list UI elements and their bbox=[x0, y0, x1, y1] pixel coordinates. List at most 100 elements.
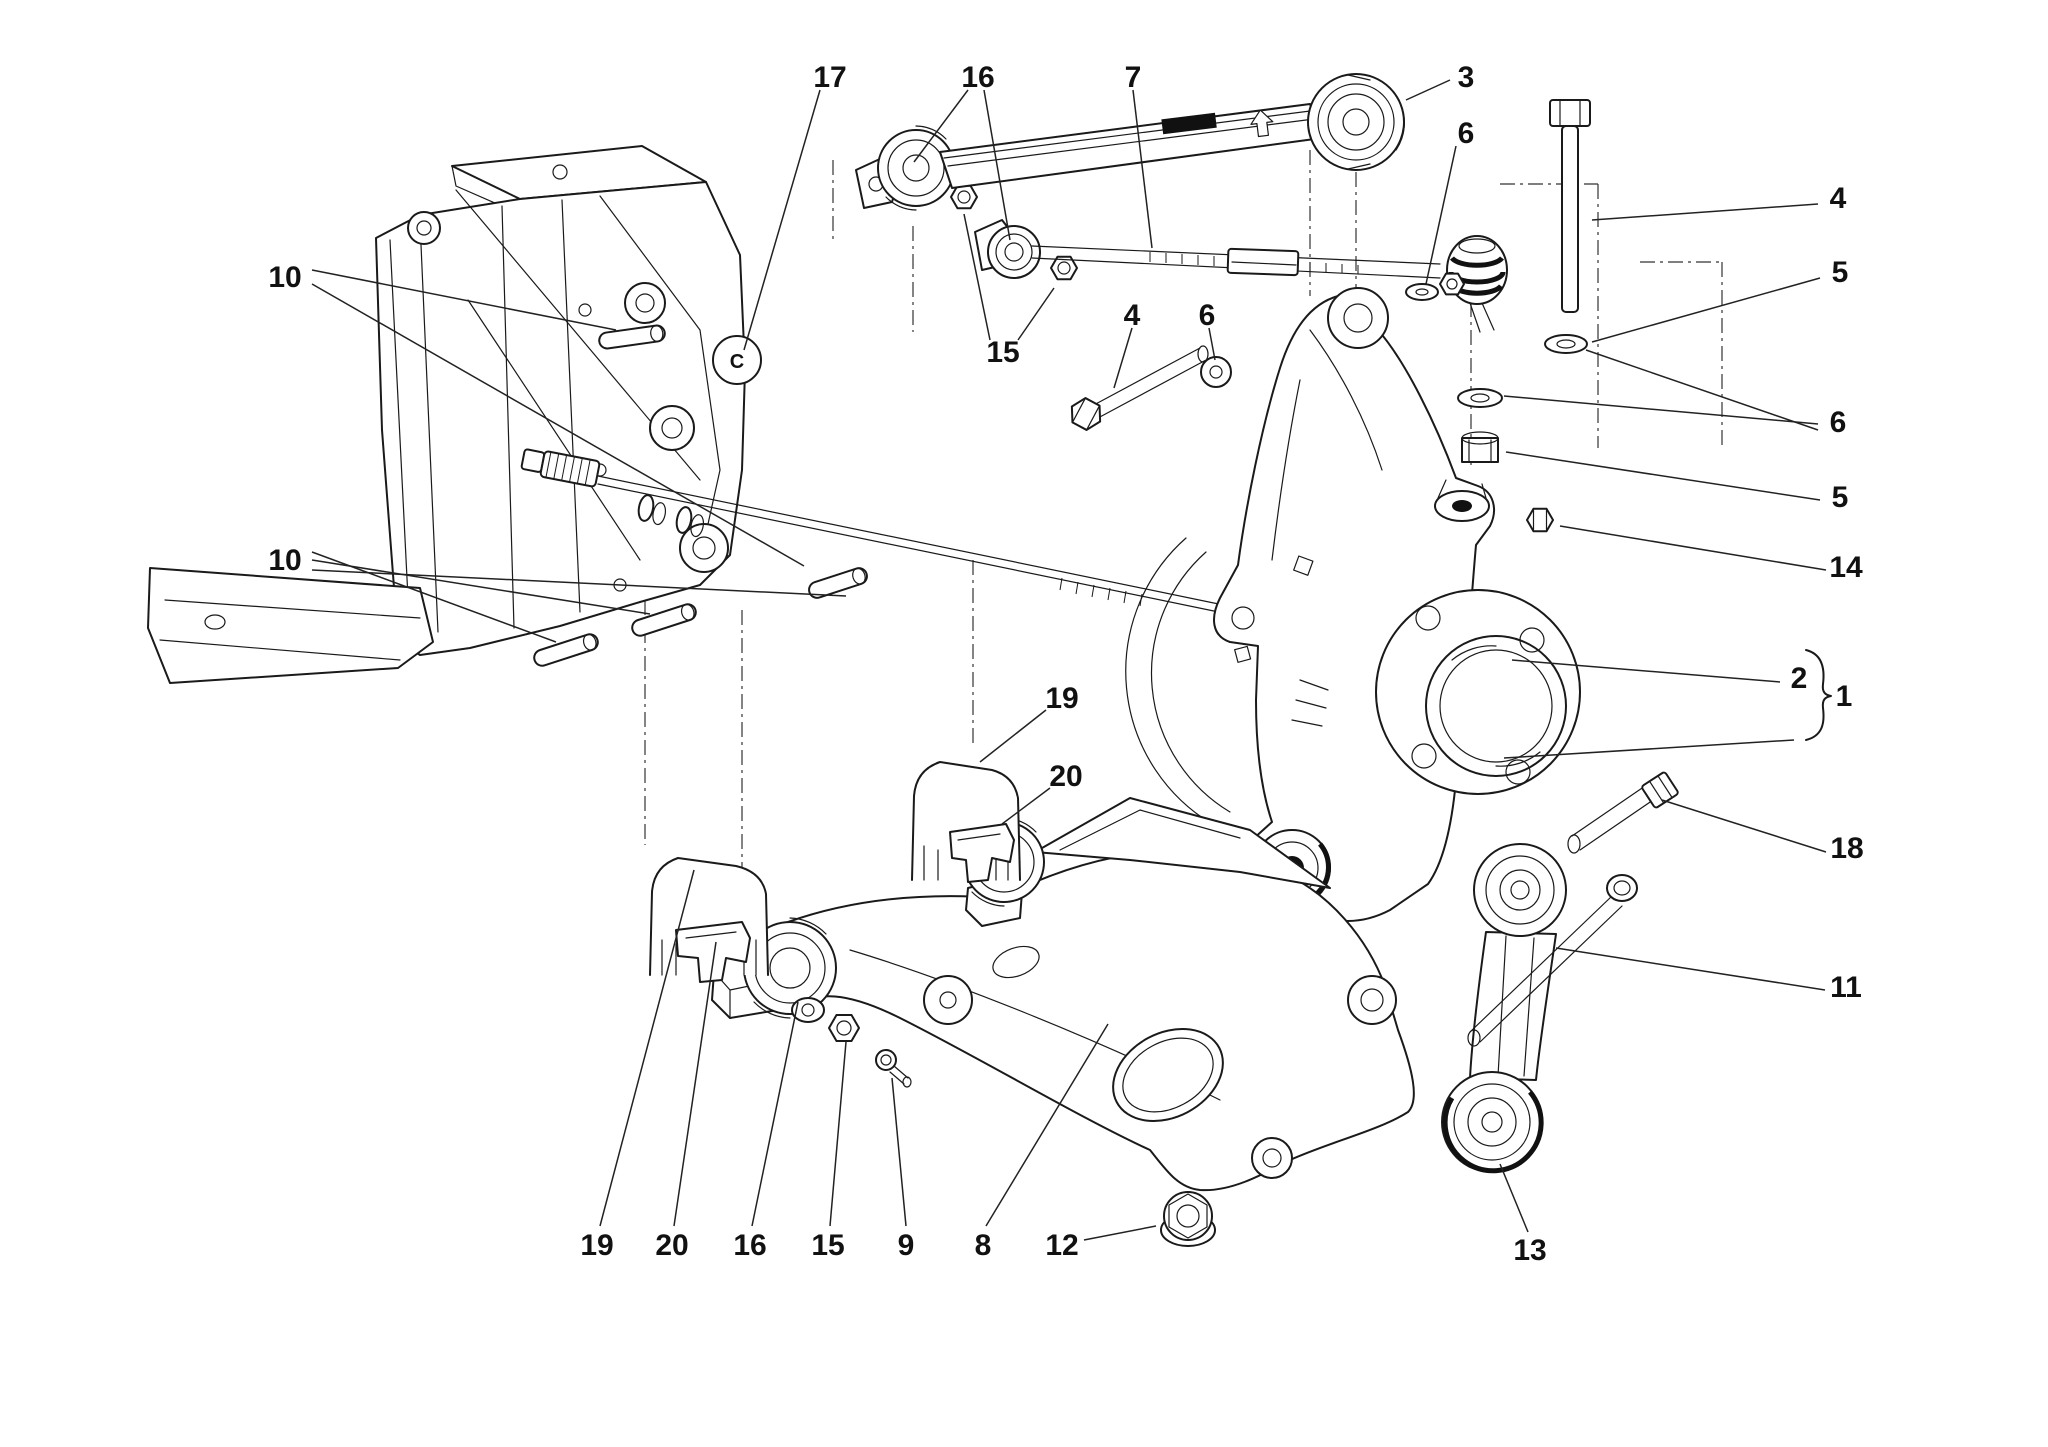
link-bolt-upper bbox=[1567, 771, 1679, 854]
leader-line-1 bbox=[1503, 739, 1795, 759]
leader-line-10 bbox=[311, 269, 617, 331]
upper-lateral-link bbox=[855, 73, 1405, 211]
lower-control-arm bbox=[711, 797, 1415, 1192]
retainer-bracket-20-right bbox=[949, 823, 1015, 883]
arm-flange-blade bbox=[1034, 797, 1331, 889]
callout-5: 5 bbox=[1832, 481, 1849, 514]
leader-line-6 bbox=[1425, 145, 1457, 285]
knuckle-front-tab-hole bbox=[1231, 606, 1255, 630]
pivot-washer bbox=[1200, 356, 1232, 388]
leader-line-16 bbox=[913, 89, 969, 163]
leader-line-13 bbox=[1499, 1163, 1529, 1233]
boss-letter: C bbox=[730, 351, 744, 373]
leader-line-16 bbox=[983, 89, 1011, 241]
callout-11: 11 bbox=[1830, 971, 1862, 1004]
leader-line-16 bbox=[751, 1001, 799, 1227]
callout-6: 6 bbox=[1458, 117, 1475, 150]
leader-line-4 bbox=[1113, 327, 1133, 389]
leader-line-7 bbox=[1132, 89, 1153, 249]
leader-line-5 bbox=[1591, 277, 1821, 343]
leader-line-6 bbox=[1208, 327, 1216, 361]
leader-line-20 bbox=[673, 941, 717, 1227]
callout-20: 20 bbox=[655, 1229, 688, 1262]
brake-backing-plate bbox=[1125, 537, 1329, 825]
link-lower-eye bbox=[1441, 1071, 1544, 1174]
leader-line-10 bbox=[311, 569, 847, 597]
leader-line-20 bbox=[1001, 787, 1051, 825]
ball-joint-washer bbox=[1405, 283, 1439, 301]
knuckle-top-eye bbox=[1327, 287, 1389, 349]
callout-3: 3 bbox=[1458, 61, 1475, 94]
callout-4: 4 bbox=[1124, 299, 1141, 332]
c-marked-boss: C bbox=[712, 335, 762, 385]
leader-line-14 bbox=[1559, 525, 1827, 571]
knuckle-rear-ball-socket bbox=[1434, 479, 1490, 522]
leader-line-8 bbox=[985, 1023, 1109, 1227]
small-screw bbox=[875, 1049, 912, 1088]
spacer-nut bbox=[1461, 431, 1499, 463]
callout-16: 16 bbox=[961, 61, 994, 94]
up-arrow-icon bbox=[1250, 109, 1274, 138]
callout-16: 16 bbox=[733, 1229, 766, 1262]
hex-bolt-vertical bbox=[1549, 99, 1591, 313]
link-eye-bushing bbox=[1307, 73, 1405, 171]
callout-5: 5 bbox=[1832, 256, 1849, 289]
toe-link-bushing bbox=[987, 225, 1041, 279]
leader-line-5 bbox=[1505, 451, 1821, 501]
leader-line-19 bbox=[599, 869, 695, 1227]
toe-link-nut bbox=[1050, 255, 1078, 281]
dowel-pins bbox=[533, 324, 868, 667]
link-upper-eye bbox=[1473, 843, 1567, 937]
group-brace bbox=[1805, 649, 1832, 741]
leader-line-10 bbox=[311, 559, 651, 615]
leader-line-15 bbox=[963, 213, 991, 341]
callout-12: 12 bbox=[1045, 1229, 1078, 1262]
washer-mid bbox=[1457, 388, 1503, 408]
hub-bearing-flange bbox=[1375, 589, 1581, 795]
callout-10: 10 bbox=[268, 544, 301, 577]
callout-7: 7 bbox=[1125, 61, 1142, 94]
direction-sticker bbox=[1161, 112, 1217, 135]
callout-20: 20 bbox=[1049, 760, 1082, 793]
callout-10: 10 bbox=[268, 261, 301, 294]
link-bolt-lower bbox=[1467, 874, 1638, 1047]
callout-18: 18 bbox=[1830, 832, 1863, 865]
leader-line-6 bbox=[1585, 349, 1819, 431]
leader-line-4 bbox=[1591, 203, 1819, 221]
leader-line-10 bbox=[311, 283, 805, 567]
fastener-stack bbox=[1457, 99, 1591, 463]
flanged-nut bbox=[1160, 1191, 1216, 1247]
leader-line-11 bbox=[1555, 947, 1826, 991]
callout-2: 2 bbox=[1791, 662, 1808, 695]
callout-6: 6 bbox=[1199, 299, 1216, 332]
callout-4: 4 bbox=[1830, 182, 1847, 215]
camber-adjust-rod bbox=[520, 448, 1239, 617]
leader-line-15 bbox=[1017, 287, 1055, 341]
callout-15: 15 bbox=[811, 1229, 844, 1262]
callout-6: 6 bbox=[1830, 406, 1847, 439]
subframe-bracket: C bbox=[147, 145, 762, 684]
leader-line-12 bbox=[1083, 1225, 1157, 1241]
callout-15: 15 bbox=[986, 336, 1019, 369]
callout-9: 9 bbox=[898, 1229, 915, 1262]
subframe-foot-plate bbox=[147, 567, 434, 684]
stabilizer-drop-link bbox=[1441, 843, 1567, 1174]
bushing-nut-front bbox=[950, 184, 978, 210]
leader-line-19 bbox=[979, 709, 1047, 763]
leader-line-18 bbox=[1661, 799, 1827, 853]
callout-19: 19 bbox=[1045, 682, 1078, 715]
ball-joint-nut bbox=[1439, 272, 1465, 296]
leader-line-2 bbox=[1511, 659, 1781, 683]
washer-under-bolt bbox=[1544, 334, 1588, 354]
callout-1: 1 bbox=[1836, 680, 1853, 713]
retainer-bracket-20-left bbox=[675, 921, 751, 983]
bleeder-plug bbox=[1526, 507, 1554, 533]
leader-line-9 bbox=[891, 1077, 907, 1227]
callout-17: 17 bbox=[813, 61, 846, 94]
leader-line-17 bbox=[743, 89, 821, 351]
callout-13: 13 bbox=[1513, 1234, 1546, 1267]
leader-line-3 bbox=[1405, 79, 1451, 101]
